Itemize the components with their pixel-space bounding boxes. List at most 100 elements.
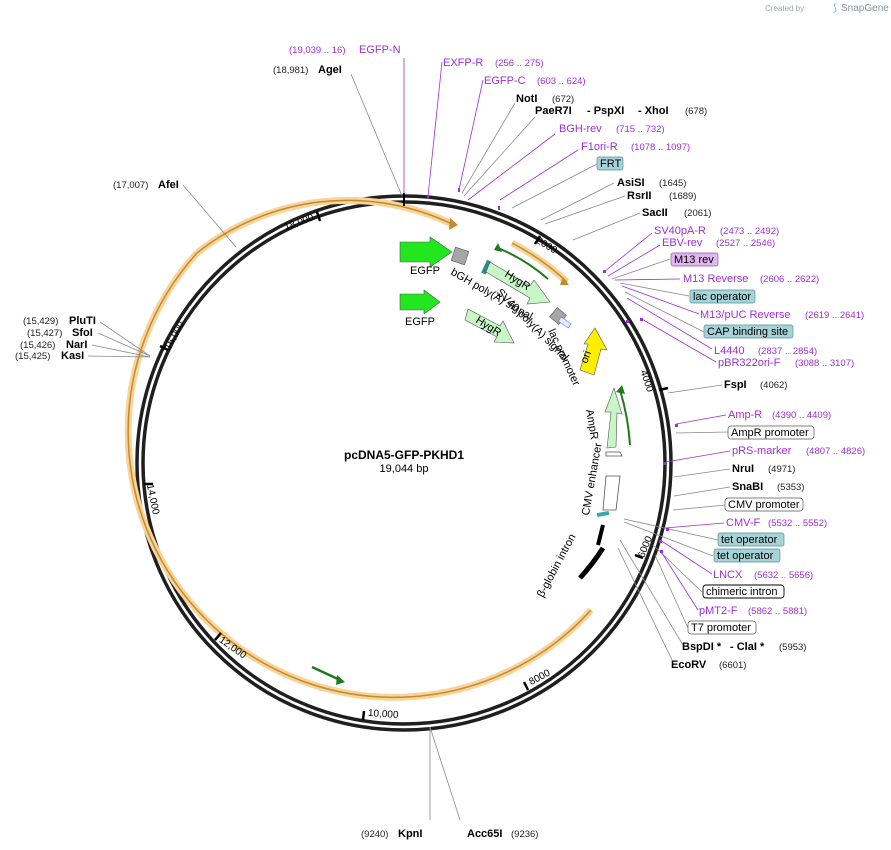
plasmid-name: pcDNA5-GFP-PKHD1 — [344, 448, 464, 462]
primer-mark-cmvf — [666, 528, 669, 531]
beta-globin-label: β-globin intron — [535, 532, 578, 599]
orf-arc-small-head — [560, 277, 569, 285]
m13reverse-name[interactable]: M13 Reverse — [683, 273, 748, 285]
ampr-arrow — [604, 387, 623, 449]
minor-arrows — [311, 243, 631, 685]
leader-bghrev — [467, 133, 556, 201]
t7-box[interactable] — [687, 620, 757, 635]
egfp-label-1: EGFP — [410, 265, 440, 277]
frt-box[interactable] — [596, 156, 624, 171]
cmv-promoter-box — [596, 510, 610, 518]
leader-m13rev — [611, 258, 671, 280]
noti-name[interactable]: NotI — [516, 93, 537, 105]
asisi-name[interactable]: AsiSI — [617, 177, 645, 189]
hygr-arrow-1 — [485, 261, 551, 305]
snabi-pos: (5353) — [777, 482, 804, 493]
kasi-name[interactable]: KasI — [61, 350, 84, 362]
leader-asisi — [540, 182, 615, 221]
leader-egfpc — [458, 79, 484, 191]
lac-operator-label-box[interactable] — [689, 289, 756, 304]
bghrev-name[interactable]: BGH-rev — [559, 123, 602, 135]
l4440-name[interactable]: L4440 — [714, 345, 745, 357]
tetop2-box[interactable] — [713, 548, 781, 563]
leader-kpni — [429, 726, 461, 821]
egfpc-name[interactable]: EGFP-C — [484, 75, 526, 87]
ampr-promoter-arrow — [605, 451, 623, 457]
kpni-name[interactable]: KpnI — [398, 828, 422, 840]
pmt2f-name[interactable]: pMT2-F — [699, 605, 738, 617]
hygr-label-2: HygR — [473, 314, 503, 339]
paer7i-pos: (678) — [685, 106, 707, 117]
f1orir-name[interactable]: F1ori-R — [581, 141, 618, 153]
leader-sv40par — [603, 232, 653, 273]
rsrii-name[interactable]: RsrII — [627, 190, 651, 202]
frt-label: FRT — [600, 158, 621, 170]
paer7i-name[interactable]: PaeR7I — [535, 105, 572, 117]
nari-name[interactable]: NarI — [66, 339, 87, 351]
sfoi-name[interactable]: SfoI — [72, 327, 93, 339]
cmvf-pos: (5532 .. 5552) — [768, 518, 827, 529]
sfoi-pos: (15,427) — [27, 328, 62, 339]
leader-f1orir — [499, 149, 579, 201]
tick-mark-10000 — [361, 710, 366, 721]
pspxi-name[interactable]: - PspXI — [587, 105, 624, 117]
tetop1-label: tet operator — [721, 534, 778, 546]
ecorv-name[interactable]: EcoRV — [671, 659, 707, 671]
primer-mark-lncx — [659, 540, 662, 543]
snabi-name[interactable]: SnaBI — [732, 481, 763, 493]
green-arrow-lower — [311, 665, 341, 682]
lacop-label: lac operator — [693, 291, 751, 303]
primer-mark-prs — [663, 462, 666, 465]
noti-pos: (672) — [552, 94, 574, 105]
exfpr-name[interactable]: EXFP-R — [443, 57, 483, 69]
ebvrev-name[interactable]: EBV-rev — [662, 237, 703, 249]
ampr-primer-name[interactable]: Amp-R — [728, 409, 762, 421]
leader-lacop — [619, 282, 690, 297]
leader-cmvprom — [672, 504, 727, 511]
acc65i-name[interactable]: Acc65I — [467, 828, 502, 840]
beta-globin-marker — [596, 524, 605, 546]
m13rev-box[interactable] — [670, 252, 719, 267]
bspdi-name[interactable]: BspDI * — [682, 641, 722, 653]
ecorv-pos: (6601) — [719, 660, 746, 671]
m13puc-pos: (2619 .. 2641) — [805, 310, 864, 321]
lncx-name[interactable]: LNCX — [713, 569, 743, 581]
pluti-name[interactable]: PluTI — [69, 315, 96, 327]
leader-lncx — [659, 539, 713, 575]
afei-name[interactable]: AfeI — [158, 179, 179, 191]
primer-mark-exfpr — [427, 195, 429, 199]
m13reverse-pos: (2606 .. 2622) — [760, 274, 819, 285]
cap-box[interactable] — [703, 324, 794, 339]
egfpn-name[interactable]: EGFP-N — [359, 44, 401, 56]
primer-mark-egfpc — [458, 188, 460, 192]
orf-arc-main-line — [127, 252, 592, 699]
sv40par-name[interactable]: SV40pA-R — [654, 225, 706, 237]
nrui-name[interactable]: NruI — [732, 463, 754, 475]
xhoi-name[interactable]: - XhoI — [638, 105, 669, 117]
prs-name[interactable]: pRS-marker — [732, 445, 792, 457]
tick-mark-18000 — [315, 211, 322, 222]
cmvprom-box[interactable] — [724, 497, 804, 512]
amprprom-box[interactable] — [727, 425, 815, 440]
cmv-enhancer-box — [602, 475, 621, 511]
tick-mark-2000 — [533, 235, 542, 245]
ori-arrow — [579, 327, 608, 376]
agei-name[interactable]: AgeI — [318, 64, 342, 76]
leader-fspi — [667, 384, 723, 394]
leader-afei — [182, 184, 237, 248]
tick-mark-12000 — [214, 632, 222, 641]
pmt2f-pos: (5862 .. 5881) — [748, 606, 807, 617]
tetop1-box[interactable] — [717, 532, 785, 547]
leader-prs — [665, 450, 731, 463]
fspi-name[interactable]: FspI — [724, 379, 747, 391]
sacii-name[interactable]: SacII — [642, 207, 668, 219]
leader-snabi — [673, 486, 731, 497]
clai-name[interactable]: - ClaI * — [730, 641, 765, 653]
pbr322-name[interactable]: pBR322ori-F — [718, 357, 781, 369]
cmvf-name[interactable]: CMV-F — [726, 517, 761, 529]
t7-label: T7 promoter — [691, 622, 751, 634]
m13puc-name[interactable]: M13/pUC Reverse — [700, 309, 790, 321]
chimeric-box[interactable] — [702, 584, 785, 599]
amprprom-label: AmpR promoter — [731, 427, 809, 439]
